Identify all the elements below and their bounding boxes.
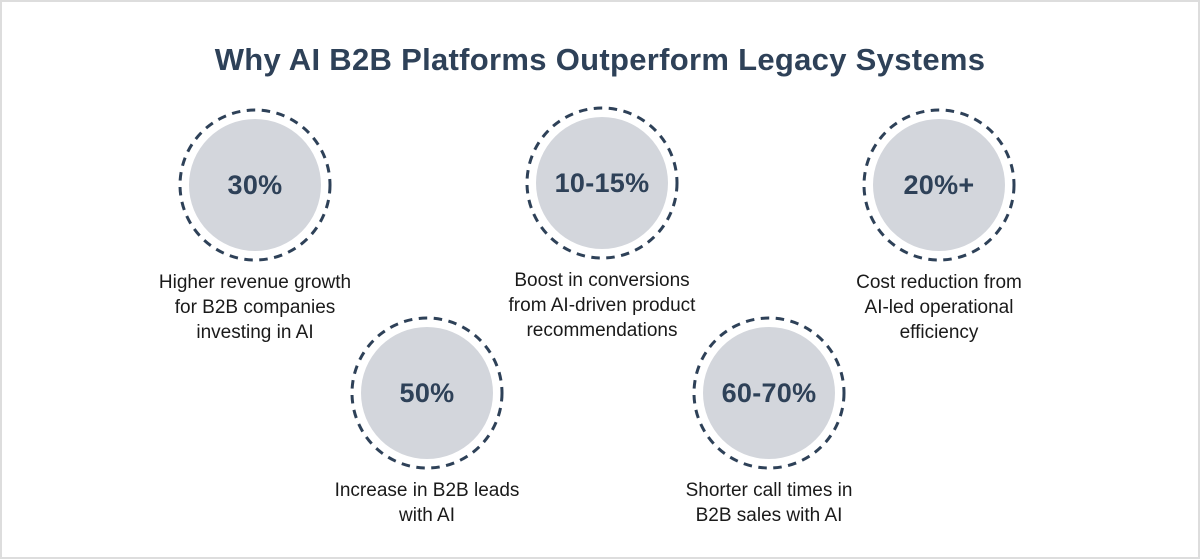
- stat-caption: Cost reduction from AI-led operational e…: [856, 272, 1022, 343]
- dashed-ring-icon: [862, 108, 1016, 262]
- dashed-ring-icon: [525, 106, 679, 260]
- stat-caption: Higher revenue growth for B2B companies …: [158, 272, 352, 343]
- stat-item-shorter-calls: 60-70% Shorter call times in B2B sales w…: [639, 315, 899, 528]
- dashed-ring-icon: [178, 108, 332, 262]
- stat-circle: 30%: [177, 107, 333, 263]
- stat-value: 60-70%: [721, 377, 817, 408]
- stat-value: 10-15%: [554, 167, 650, 198]
- stat-circle-fill: 60-70%: [703, 327, 835, 459]
- stat-item-revenue-growth: 30% Higher revenue growth for B2B compan…: [125, 107, 385, 345]
- stat-circle-fill: 20%+: [873, 119, 1005, 251]
- stat-value: 50%: [399, 377, 455, 408]
- stat-caption: Increase in B2B leads with AI: [334, 480, 520, 526]
- stat-value: 30%: [227, 169, 283, 200]
- dashed-ring-icon: [692, 316, 846, 470]
- stat-circle: 50%: [349, 315, 505, 471]
- stat-item-lead-increase: 50% Increase in B2B leads with AI: [297, 315, 557, 528]
- stat-circle: 60-70%: [691, 315, 847, 471]
- dashed-ring-icon: [350, 316, 504, 470]
- stat-caption: Boost in conversions from AI-driven prod…: [508, 270, 696, 341]
- stat-circle: 10-15%: [524, 105, 680, 261]
- page-title: Why AI B2B Platforms Outperform Legacy S…: [214, 42, 986, 77]
- stat-value: 20%+: [903, 169, 975, 200]
- stat-item-conversion-boost: 10-15% Boost in conversions from AI-driv…: [472, 105, 732, 343]
- stat-caption: Shorter call times in B2B sales with AI: [685, 480, 853, 526]
- stat-circle-fill: 30%: [189, 119, 321, 251]
- stat-circle: 20%+: [861, 107, 1017, 263]
- stat-circle-fill: 10-15%: [536, 117, 668, 249]
- stat-item-cost-reduction: 20%+ Cost reduction from AI-led operatio…: [809, 107, 1069, 345]
- stat-circle-fill: 50%: [361, 327, 493, 459]
